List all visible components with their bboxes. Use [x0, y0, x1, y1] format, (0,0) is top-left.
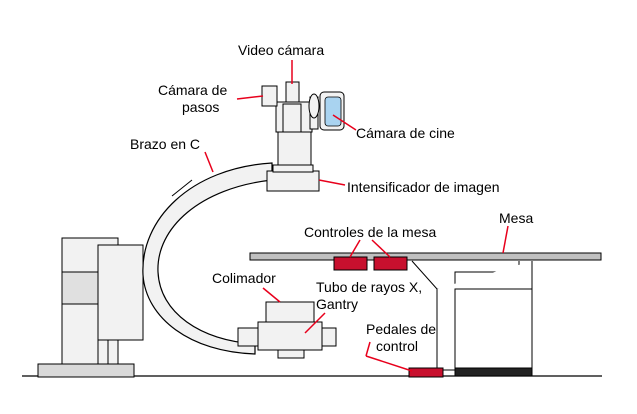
c-arm: [142, 162, 273, 355]
label-colimador: Colimador: [212, 270, 276, 286]
label-pedales-de-control-line1: Pedales de: [366, 321, 437, 337]
label-camara-de-pasos-line2: pasos: [182, 99, 220, 115]
label-pedales-de-control-line2: control: [376, 338, 419, 354]
base-stand: [37, 237, 144, 378]
label-brazo-en-c: Brazo en C: [130, 136, 201, 152]
label-video-camara: Video cámara: [238, 42, 325, 58]
pointer-lines: [204, 60, 509, 372]
label-tubo-de-rayos-x-line1: Tubo de rayos X,: [316, 279, 423, 295]
label-tubo-de-rayos-x-line2: Gantry: [316, 296, 359, 312]
label-intensificador-de-imagen: Intensificador de imagen: [347, 179, 500, 195]
label-camara-de-cine: Cámara de cine: [356, 125, 455, 141]
control-pedals: [408, 367, 444, 378]
label-mesa: Mesa: [499, 210, 534, 226]
image-intensifier-assembly: [261, 81, 345, 192]
label-controles-de-la-mesa: Controles de la mesa: [304, 224, 437, 240]
table-controls: [333, 256, 408, 271]
label-camara-de-pasos-line1: Cámara de: [158, 82, 228, 98]
patient-table: [249, 252, 602, 377]
